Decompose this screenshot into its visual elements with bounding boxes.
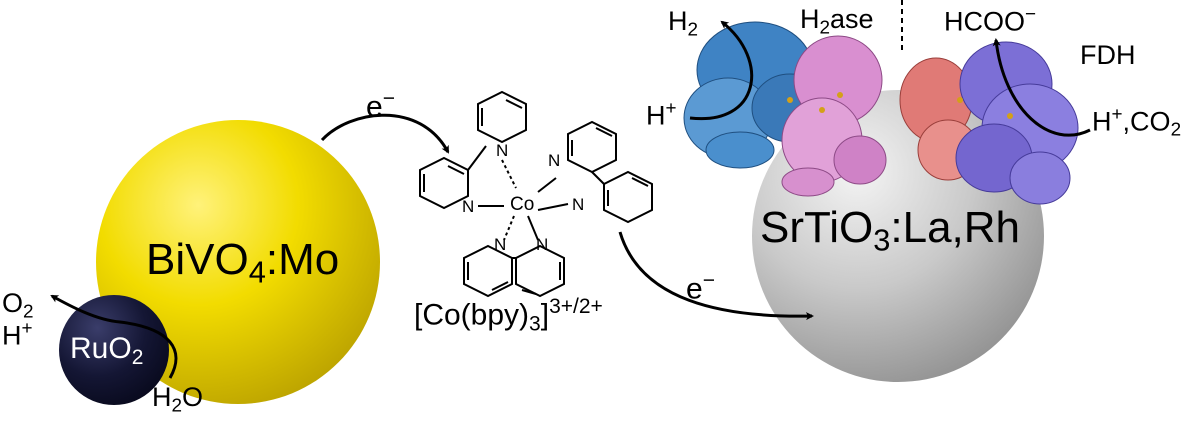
- bivo4-label: BiVO4:Mo: [146, 235, 340, 290]
- h2ase-label: H2ase: [800, 4, 874, 39]
- fdh-label: FDH: [1080, 40, 1136, 70]
- n-atom-right: N: [572, 195, 584, 214]
- mediator-label: [Co(bpy)3]3+/2+: [414, 295, 603, 336]
- n-atom-right-upper: N: [548, 151, 560, 170]
- proton-co2-label: H+,CO2: [1092, 104, 1182, 141]
- co-atom: Co: [510, 194, 534, 215]
- arrow-proton-reduction: [689, 20, 754, 121]
- oxidation-proton-label: H+: [2, 318, 33, 351]
- arrow-water-oxidation: [50, 294, 178, 379]
- arrow-co2-reduction: [992, 38, 1091, 137]
- n-atom-bottom-left: N: [494, 235, 506, 254]
- arrow-bivo4-to-mediator: [320, 113, 450, 154]
- electron-label-2: e−: [686, 269, 715, 306]
- reduction-proton-label: H+: [646, 98, 677, 131]
- n-atom-top: N: [496, 141, 508, 160]
- ruo2-particle: [59, 295, 169, 405]
- co-bpy3-structure: [419, 90, 653, 298]
- bivo4-particle: [96, 120, 380, 404]
- n-atom-left: N: [462, 197, 474, 216]
- arrow-mediator-to-srtio3: [618, 231, 814, 321]
- h2ase-protein: [683, 21, 887, 197]
- formate-label: HCOO−: [944, 4, 1037, 37]
- o2-label: O2: [2, 288, 34, 323]
- ruo2-label: RuO2: [70, 332, 144, 369]
- n-atom-bottom-right: N: [536, 235, 548, 254]
- h2-label: H2: [668, 6, 699, 41]
- srtio3-label: SrTiO3:La,Rh: [760, 203, 1021, 258]
- water-label: H2O: [152, 382, 204, 417]
- electron-label-1: e−: [366, 87, 395, 124]
